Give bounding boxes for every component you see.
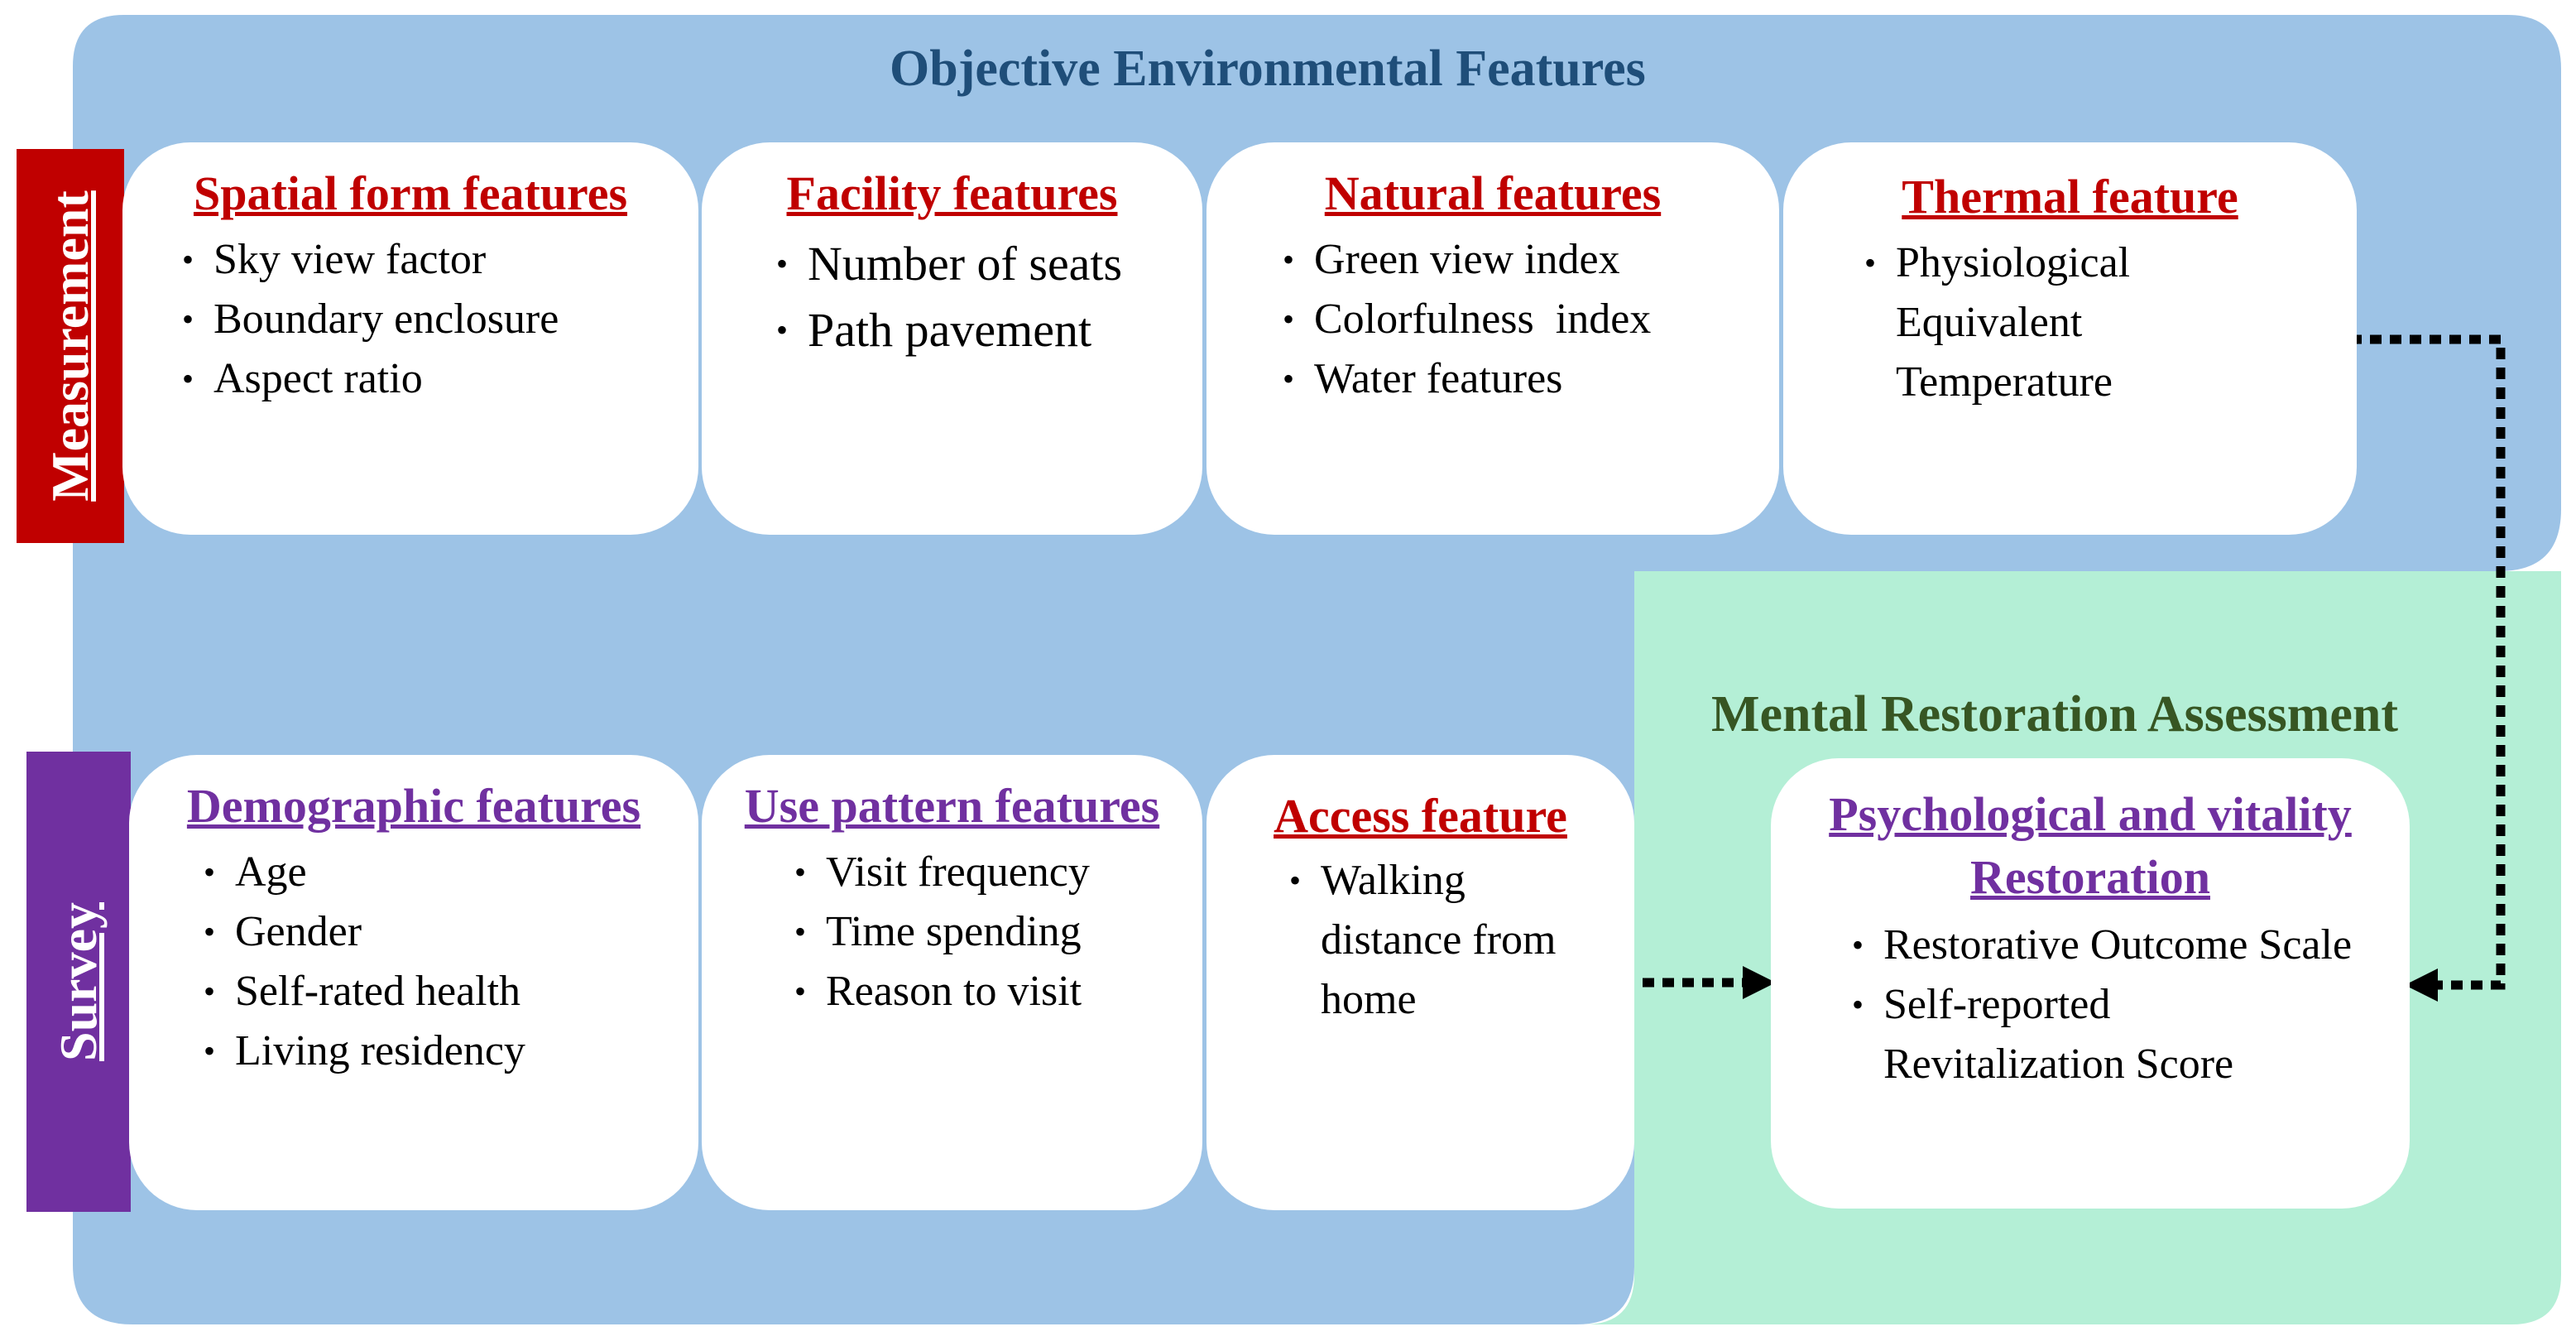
access-feature-card: Access feature •Walking distance from ho… <box>1206 755 1634 1210</box>
facility-card: Facility features •Number of seats •Path… <box>702 142 1202 535</box>
list-item: home <box>1321 976 1417 1023</box>
list-item: •Living residency <box>204 1027 525 1074</box>
list-item: •Self-rated health <box>204 968 521 1015</box>
list-item: •Time spending <box>794 908 1082 955</box>
card-title: Facility features <box>786 166 1118 220</box>
card-title: Natural features <box>1324 166 1662 220</box>
mental-restoration-title: Mental Restoration Assessment <box>1711 686 2399 743</box>
list-item: •Restorative Outcome Scale <box>1852 921 2353 968</box>
card-title: Use pattern features <box>744 779 1160 833</box>
list-item: •Number of seats <box>776 237 1123 291</box>
list-item: Revitalization Score <box>1883 1041 2234 1088</box>
use-pattern-card: Use pattern features •Visit frequency •T… <box>702 755 1202 1210</box>
list-item: Equivalent <box>1896 299 2083 346</box>
restoration-card: Psychological and vitality Restoration •… <box>1771 758 2410 1209</box>
card-title: Access feature <box>1274 789 1567 843</box>
list-item: •Age <box>204 848 307 896</box>
list-item: •Path pavement <box>776 303 1092 357</box>
list-item: •Sky view factor <box>182 236 487 283</box>
arrowhead-restoration-right <box>2405 968 2438 1002</box>
card-title: Demographic features <box>186 779 641 833</box>
list-item: •Green view index <box>1283 236 1620 283</box>
card-title: Psychological and vitality <box>1829 787 2352 841</box>
arrowhead-restoration-left <box>1743 966 1776 999</box>
natural-features-card: Natural features •Green view index •Colo… <box>1206 142 1779 535</box>
card-title: Thermal feature <box>1902 170 2238 223</box>
thermal-feature-card: Thermal feature •Physiological Equivalen… <box>1783 142 2357 535</box>
objective-features-title: Objective Environmental Features <box>890 41 1646 97</box>
list-item: distance from <box>1321 916 1557 964</box>
spatial-form-card: Spatial form features •Sky view factor •… <box>122 142 698 535</box>
list-item: •Gender <box>204 908 362 955</box>
list-item: •Boundary enclosure <box>182 296 559 343</box>
card-title: Spatial form features <box>193 166 628 220</box>
survey-label-text: Survey <box>49 902 108 1061</box>
list-item: Temperature <box>1896 358 2113 406</box>
list-item: •Water features <box>1283 355 1563 402</box>
list-item: •Walking <box>1289 857 1465 904</box>
list-item: •Colorfulness index <box>1283 296 1652 343</box>
list-item: •Aspect ratio <box>182 355 423 402</box>
card-title-line2: Restoration <box>1970 850 2210 904</box>
list-item: •Self-reported <box>1852 981 2111 1028</box>
measurement-label-text: Measurement <box>41 190 99 502</box>
list-item: •Physiological <box>1864 239 2131 286</box>
survey-label: Survey <box>26 752 131 1212</box>
measurement-label: Measurement <box>17 149 124 543</box>
list-item: •Reason to visit <box>794 968 1082 1015</box>
list-item: •Visit frequency <box>794 848 1090 896</box>
demographic-card: Demographic features •Age •Gender •Self-… <box>129 755 698 1210</box>
